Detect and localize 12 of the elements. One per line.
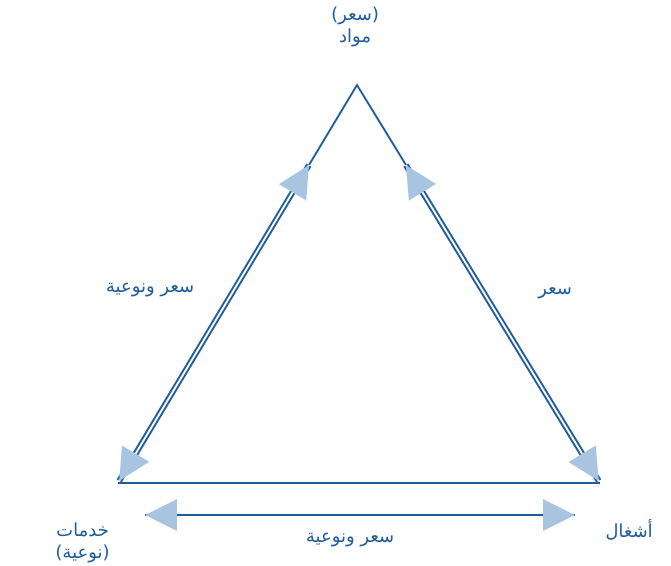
line [145,482,575,484]
arrow [145,499,575,531]
edge-label: سعر [536,278,573,300]
node-label: (نوعية) [55,542,110,564]
edge-label: سعر ونوعية [104,276,196,298]
node-label: (سعر) [331,4,379,26]
edge-label: سعر ونوعية [304,526,396,548]
node-label: مواد [339,26,371,48]
double-arrow [403,163,602,483]
node-label: أشغال [605,521,653,543]
double-arrow [116,163,312,483]
node-label: خدمات [56,520,109,542]
